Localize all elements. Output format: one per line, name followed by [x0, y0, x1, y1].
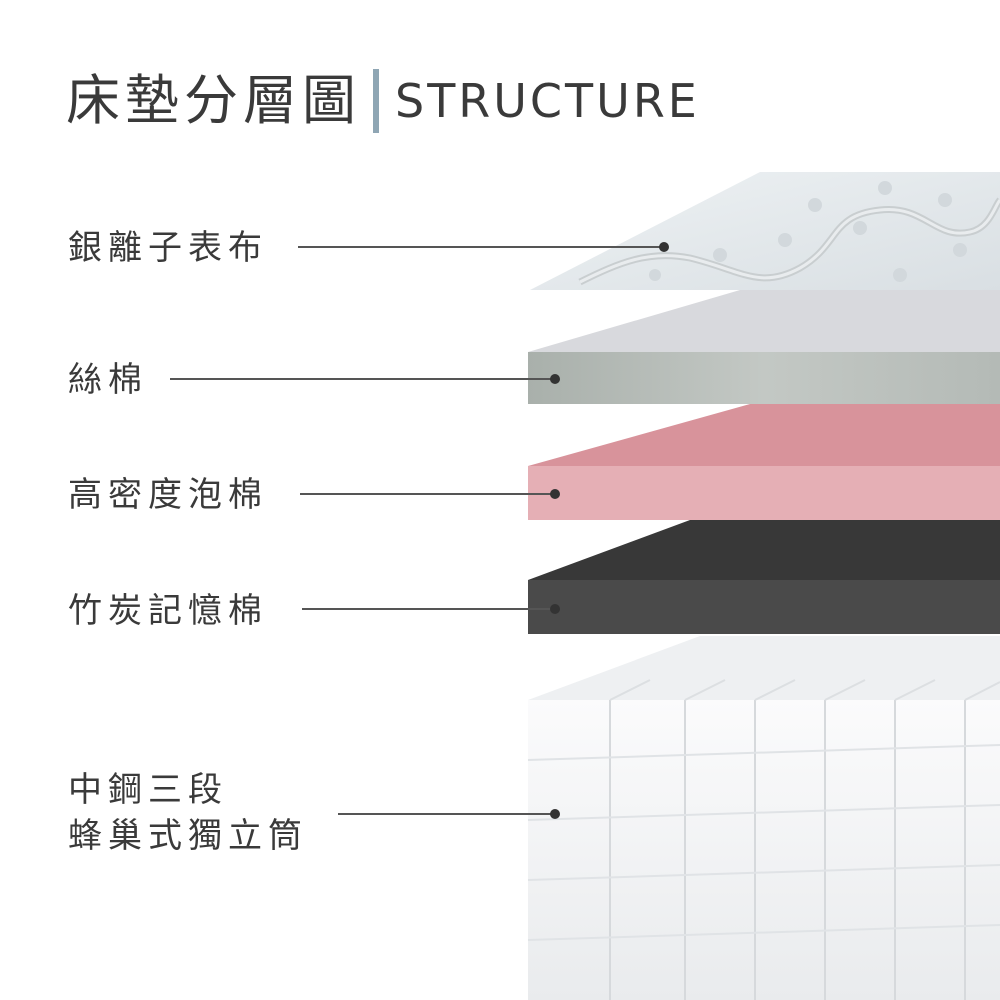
layer-foam	[528, 404, 1000, 520]
leader-memory-foam	[302, 608, 555, 610]
leader-springs	[338, 813, 555, 815]
label-foam: 高密度泡棉	[68, 475, 268, 515]
page-title: 床墊分層圖 STRUCTURE	[66, 66, 700, 136]
dot-silk	[550, 374, 560, 384]
title-divider	[373, 69, 379, 133]
leader-fabric	[298, 246, 664, 248]
title-chinese: 床墊分層圖	[66, 69, 361, 132]
layer-silk	[528, 290, 1000, 404]
label-silk: 絲棉	[68, 360, 148, 400]
dot-fabric	[659, 242, 669, 252]
layer-fabric	[530, 172, 1000, 290]
dot-foam	[550, 489, 560, 499]
leader-silk	[170, 378, 555, 380]
label-springs: 中鋼三段 蜂巢式獨立筒	[68, 768, 308, 860]
label-springs-line1: 中鋼三段	[68, 770, 228, 810]
title-english: STRUCTURE	[395, 74, 700, 128]
dot-memory-foam	[550, 604, 560, 614]
layer-springs	[527, 636, 1000, 1000]
dot-springs	[550, 809, 560, 819]
leader-foam	[300, 493, 555, 495]
label-springs-line2: 蜂巢式獨立筒	[68, 815, 308, 856]
layer-memory-foam	[528, 520, 1000, 634]
label-memory-foam: 竹炭記憶棉	[68, 591, 268, 631]
label-fabric: 銀離子表布	[68, 228, 268, 268]
